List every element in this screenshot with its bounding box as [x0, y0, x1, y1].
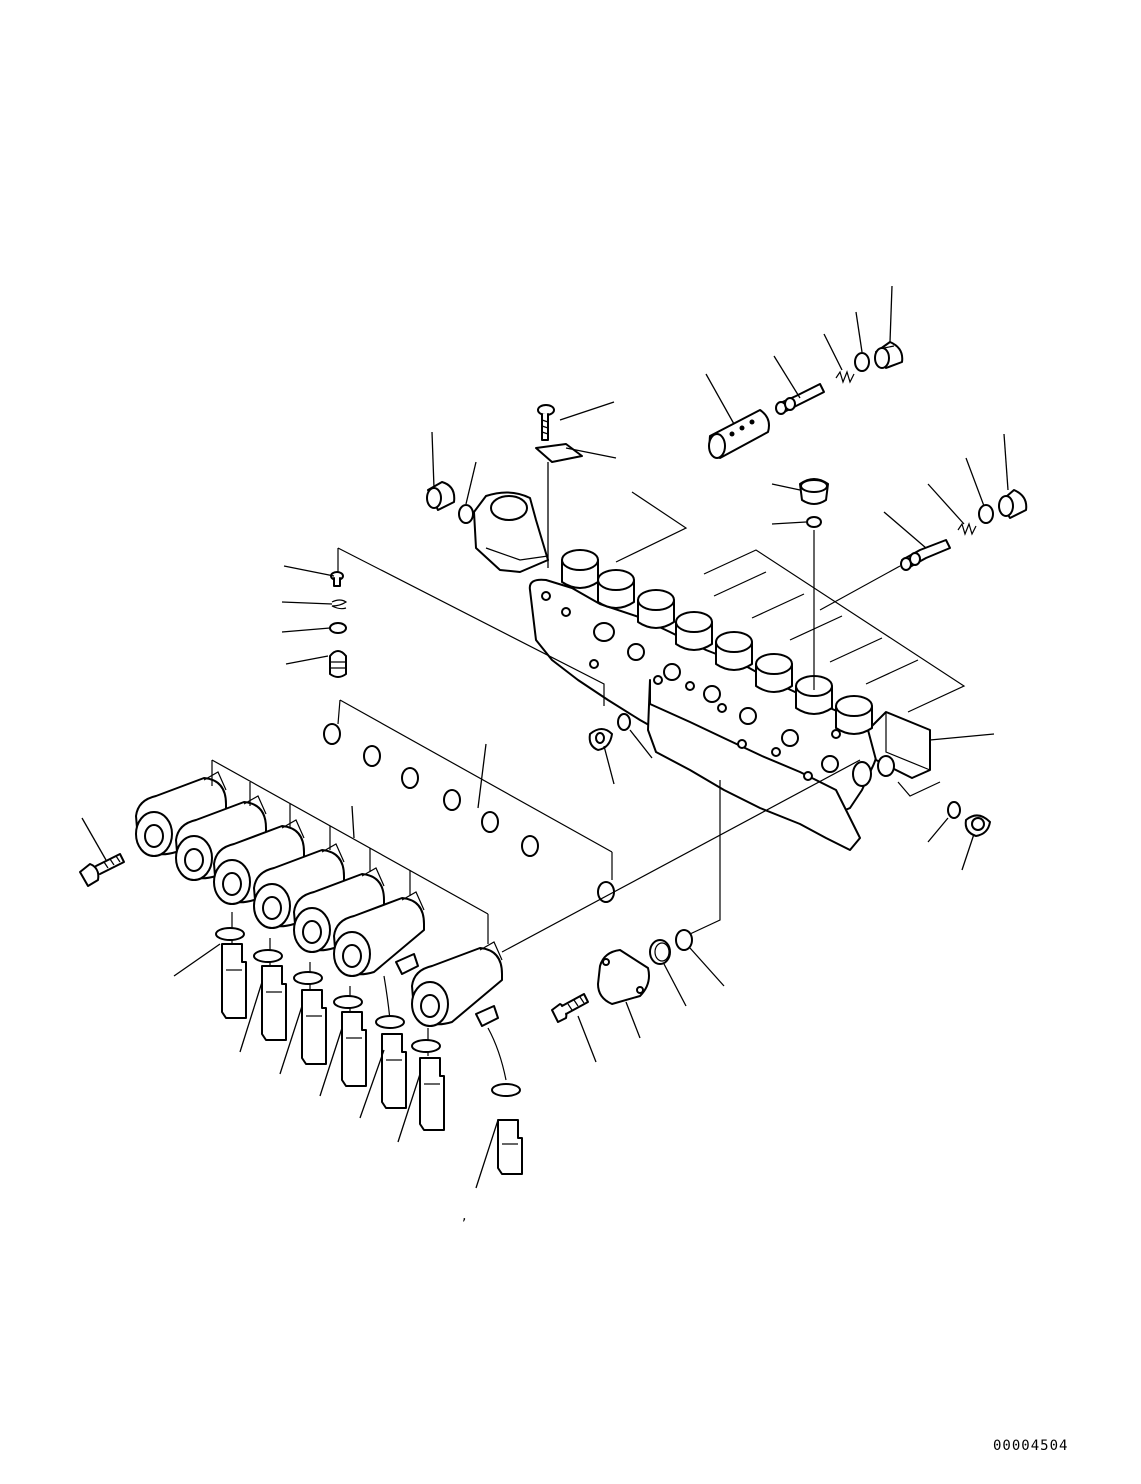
- o-ring-cover: [675, 929, 693, 951]
- harness-4: [333, 986, 367, 1087]
- spool-sleeve: [708, 409, 770, 459]
- spring-right: [957, 522, 977, 536]
- plug-lower-right: [964, 814, 991, 837]
- solenoid-7: [411, 941, 503, 1027]
- harness-1: [215, 912, 247, 1019]
- leader-lines: [81, 285, 1009, 1189]
- grouping-lines: [211, 491, 966, 953]
- solenoid-4: [253, 843, 345, 929]
- solenoid-1: [135, 771, 227, 857]
- o-ring-lower-right: [947, 801, 961, 819]
- spool-upper: [775, 383, 825, 415]
- bolt-cover: [551, 993, 589, 1023]
- plug-right: [998, 489, 1028, 519]
- solenoid-5: [293, 867, 385, 953]
- harness-2: [253, 938, 287, 1041]
- screw-top: [537, 404, 555, 441]
- valve-body: [473, 491, 931, 851]
- o-ring-upper: [854, 352, 870, 372]
- stray-mark: ,: [462, 1208, 467, 1224]
- check-valve-group: [329, 571, 348, 678]
- harness-7: [487, 1027, 523, 1175]
- o-ring-right: [978, 504, 994, 524]
- o-ring-mid: [617, 713, 631, 731]
- plug-left: [426, 481, 456, 511]
- plate-top: [535, 443, 583, 463]
- drawing-number: 00004504: [993, 1438, 1069, 1454]
- plug-top-center: [799, 478, 829, 505]
- o-ring-left: [458, 504, 474, 524]
- solenoid-2: [175, 795, 267, 881]
- o-ring-top-center: [806, 516, 822, 528]
- plug-mid: [588, 728, 613, 751]
- bolt-solenoid: [79, 853, 125, 887]
- cover-plate: [597, 949, 650, 1005]
- spool-right: [900, 539, 951, 571]
- harness-5: [375, 975, 407, 1109]
- solenoid-3: [213, 819, 305, 905]
- harness-6: [411, 1028, 445, 1131]
- valve-bores: [561, 549, 873, 735]
- plug-upper: [874, 341, 904, 369]
- harness-3: [293, 962, 327, 1065]
- spring-upper: [835, 370, 855, 384]
- seal-disc: [649, 939, 671, 965]
- solenoid-6: [333, 891, 425, 977]
